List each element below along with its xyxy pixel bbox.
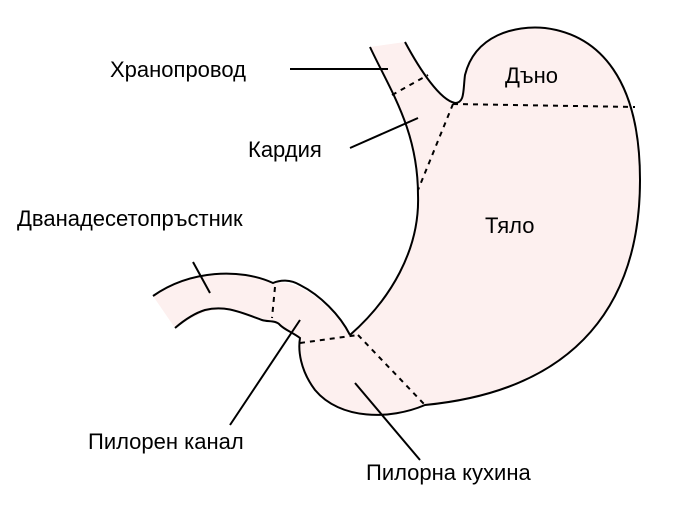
label-body: Тяло [485, 213, 534, 238]
greater-curvature-outline [174, 26, 642, 416]
stomach-fill [153, 27, 640, 415]
region-boundaries [271, 74, 636, 406]
duodenum-upper-outline [152, 272, 351, 336]
label-duodenum: Дванадесетопръстник [17, 206, 243, 231]
duodenum-pointer [192, 261, 211, 294]
lesser-curvature-outline [349, 46, 420, 336]
label-pyloric-antrum: Пилорна кухина [366, 460, 531, 485]
label-esophagus: Хранопровод [110, 57, 246, 82]
label-cardia: Кардия [248, 137, 322, 162]
label-pyloric-canal: Пилорен канал [88, 429, 244, 454]
cardia-pointer [349, 117, 419, 149]
label-fundus: Дъно [505, 63, 558, 88]
pyloric-canal-pointer [229, 319, 301, 426]
pyloric-antrum-pointer [354, 382, 421, 461]
